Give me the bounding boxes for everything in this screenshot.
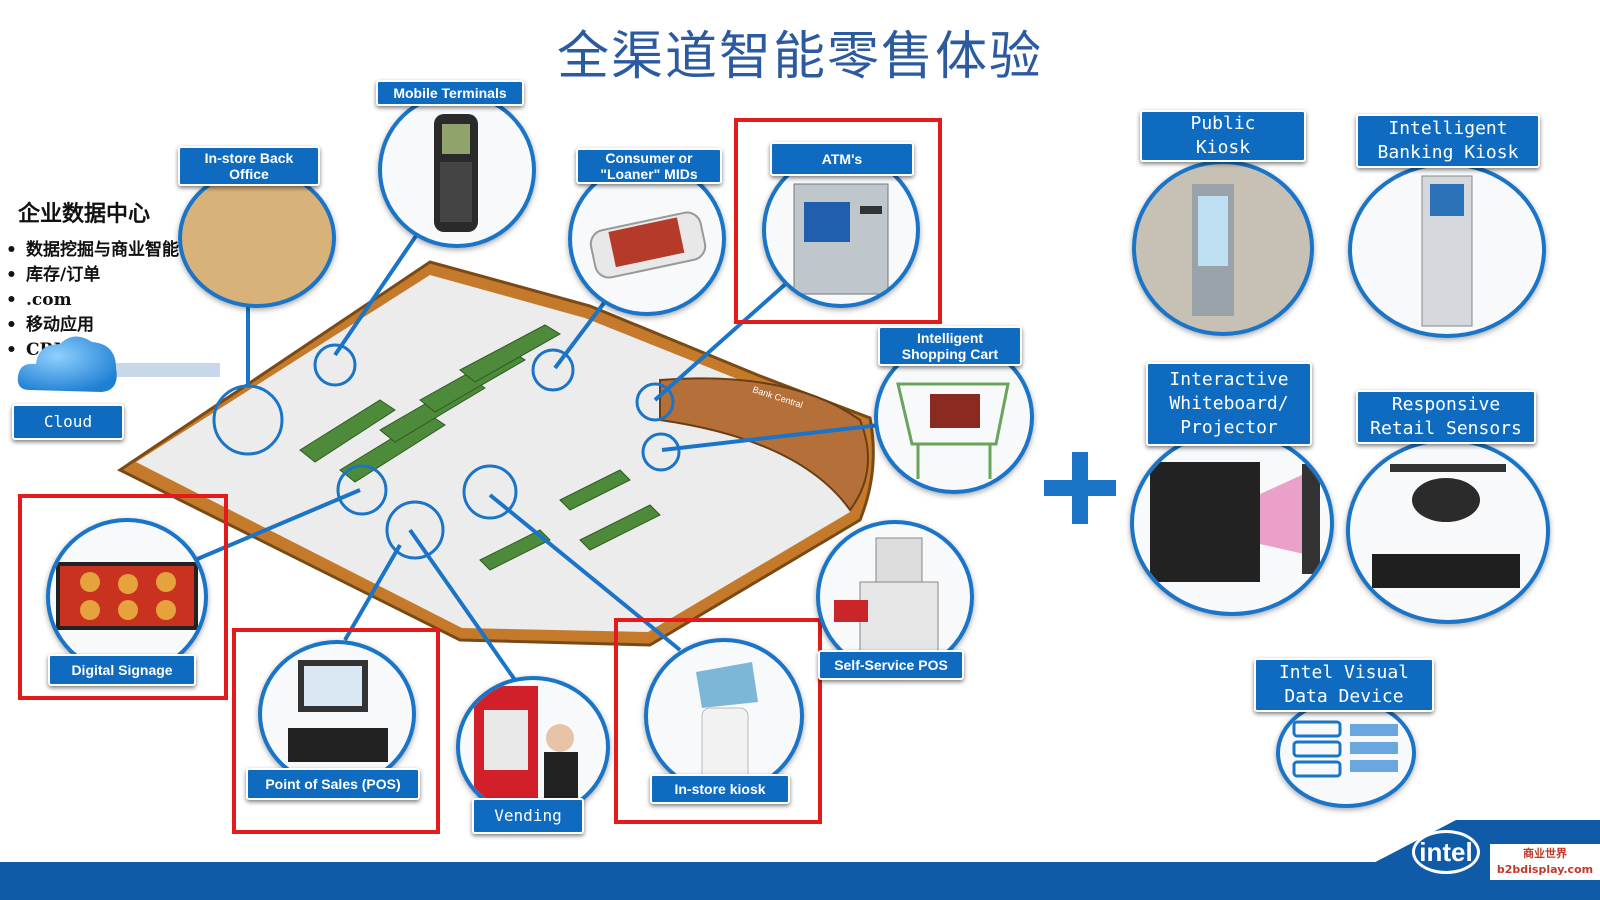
- in-store-kiosk-icon: [696, 662, 758, 789]
- plus-icon: [1044, 452, 1116, 524]
- vending-machine-icon: [474, 686, 578, 814]
- intel-logo-icon: intel: [1412, 830, 1480, 874]
- in-store-kiosk-circle: [644, 638, 804, 794]
- atm-icon: [793, 183, 889, 295]
- mobile-terminals-circle: [378, 92, 536, 248]
- atms-label: ATM's: [770, 142, 914, 176]
- digital-signage-label: Digital Signage: [48, 654, 196, 686]
- shopping-cart-label: Intelligent Shopping Cart: [878, 326, 1022, 366]
- mobile-terminal-icon: [434, 114, 478, 232]
- vending-label: Vending: [472, 798, 584, 834]
- whiteboard-circle: [1130, 430, 1334, 616]
- atm-highlight: [734, 118, 942, 324]
- cloud-icon: [17, 336, 117, 392]
- kiosk-highlight: [614, 618, 822, 824]
- visual-data-device-label: Intel Visual Data Device: [1254, 658, 1434, 712]
- whiteboard-label: Interactive Whiteboard/ Projector: [1146, 362, 1312, 446]
- page-title: 全渠道智能零售体验: [556, 27, 1043, 87]
- self-service-pos-icon: [834, 537, 939, 653]
- mid-device-icon: [589, 211, 707, 279]
- public-kiosk-label: Public Kiosk: [1140, 110, 1306, 162]
- vending-circle: [456, 676, 610, 818]
- in-store-kiosk-label: In-store kiosk: [650, 774, 790, 804]
- back-office-label: In-store Back Office: [178, 146, 320, 186]
- pos-label: Point of Sales (POS): [246, 768, 420, 800]
- pos-highlight: [232, 628, 440, 834]
- pos-circle: [258, 640, 416, 788]
- watermark: 商业世界 b2bdisplay.com: [1490, 844, 1600, 880]
- banking-kiosk-label: Intelligent Banking Kiosk: [1356, 114, 1540, 168]
- data-center-item: 移动应用: [6, 313, 179, 338]
- visual-data-device-circle: [1276, 698, 1416, 808]
- digital-signage-icon: [56, 562, 198, 630]
- data-center-title: 企业数据中心: [18, 201, 151, 227]
- whiteboard-projector-icon: [1150, 462, 1320, 582]
- data-center-item: 库存/订单: [6, 263, 179, 288]
- banking-kiosk-icon: [1421, 175, 1473, 327]
- retail-sensor-icon: [1372, 464, 1520, 588]
- digital-signage-highlight: [18, 494, 228, 700]
- mobile-terminals-label: Mobile Terminals: [376, 80, 524, 106]
- shopping-cart-icon: [896, 382, 1010, 479]
- banking-kiosk-circle: [1348, 162, 1546, 338]
- self-service-pos-circle: [816, 520, 974, 674]
- data-center-item: 数据挖掘与商业智能: [6, 238, 179, 263]
- retail-sensors-label: Responsive Retail Sensors: [1356, 390, 1536, 444]
- pos-terminal-icon: [288, 660, 388, 762]
- consumer-mids-circle: [568, 162, 726, 316]
- data-center-item: .com: [6, 288, 179, 313]
- back-office-circle: [178, 168, 336, 308]
- consumer-mids-label: Consumer or "Loaner" MIDs: [576, 148, 722, 184]
- public-kiosk-circle: [1132, 160, 1314, 336]
- footer-bar: [0, 862, 1600, 900]
- self-service-pos-label: Self-Service POS: [818, 650, 964, 680]
- server-icon: [1292, 720, 1398, 778]
- digital-signage-circle: [46, 518, 208, 676]
- retail-sensors-circle: [1346, 438, 1550, 624]
- cloud-label: Cloud: [12, 404, 124, 440]
- public-kiosk-icon: [1192, 184, 1234, 316]
